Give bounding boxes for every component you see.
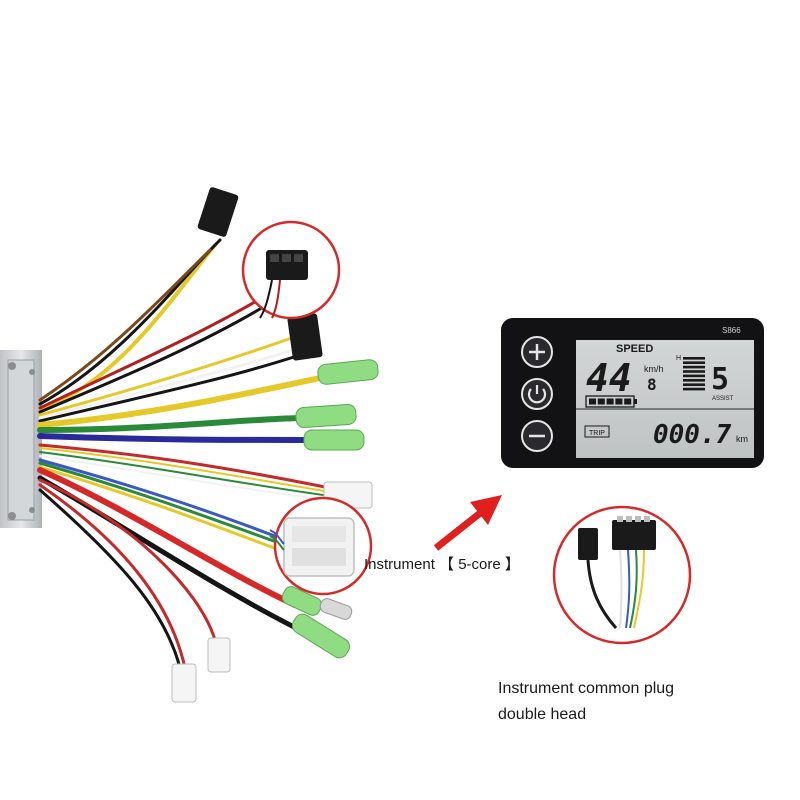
assist-level: 5 [711, 362, 729, 397]
assist-level-bars [683, 357, 705, 391]
lcd-screen [576, 340, 754, 458]
red-arrow [433, 495, 502, 551]
battery-indicator [585, 395, 637, 408]
speed-value: 44 [586, 356, 632, 400]
speed-label: SPEED [616, 343, 653, 355]
black-connector-top [197, 187, 239, 237]
instrument-common-plug-label: Instrument common plug double head [498, 676, 674, 728]
assist-bar [683, 379, 705, 382]
highlight-circle-top-connector [241, 220, 341, 320]
highlight-circle-5core-connector [269, 496, 373, 596]
wire-bundle [37, 238, 332, 670]
battery-segment [589, 398, 596, 405]
assist-bar [683, 357, 705, 360]
highlight-circle-instrument-plug [552, 505, 692, 645]
battery-segment [615, 398, 623, 405]
battery-segment [597, 398, 605, 405]
model-label: S866 [722, 326, 741, 335]
instrument-5core-label: Instrument 【 5-core 】 [364, 556, 520, 573]
common-plug-line-2: double head [498, 706, 587, 723]
controller-box [0, 350, 42, 528]
assist-label: ASSIST [712, 396, 734, 402]
assist-bar [683, 361, 705, 364]
speed-unit: km/h [644, 364, 664, 374]
distance-unit: km [736, 434, 748, 444]
battery-segment [624, 398, 632, 405]
black-connector-right [287, 313, 323, 361]
assist-bar [683, 365, 705, 369]
sub-value: 8 [647, 375, 657, 394]
lcd-display-unit: SPEED S866 44 km/h 8 H 5 ASSIST TRIP 000… [501, 318, 764, 468]
level-flag: H [676, 355, 681, 362]
assist-bar [683, 383, 705, 386]
distance-value: 000.7 [653, 420, 732, 450]
assist-bar [683, 387, 705, 391]
power-icon [527, 388, 547, 404]
green-connectors [281, 359, 379, 659]
common-plug-line-1: Instrument common plug [498, 680, 675, 697]
assist-bar [683, 374, 705, 378]
assist-bar [683, 370, 705, 373]
trip-label: TRIP [589, 430, 605, 437]
battery-segment [606, 398, 614, 405]
